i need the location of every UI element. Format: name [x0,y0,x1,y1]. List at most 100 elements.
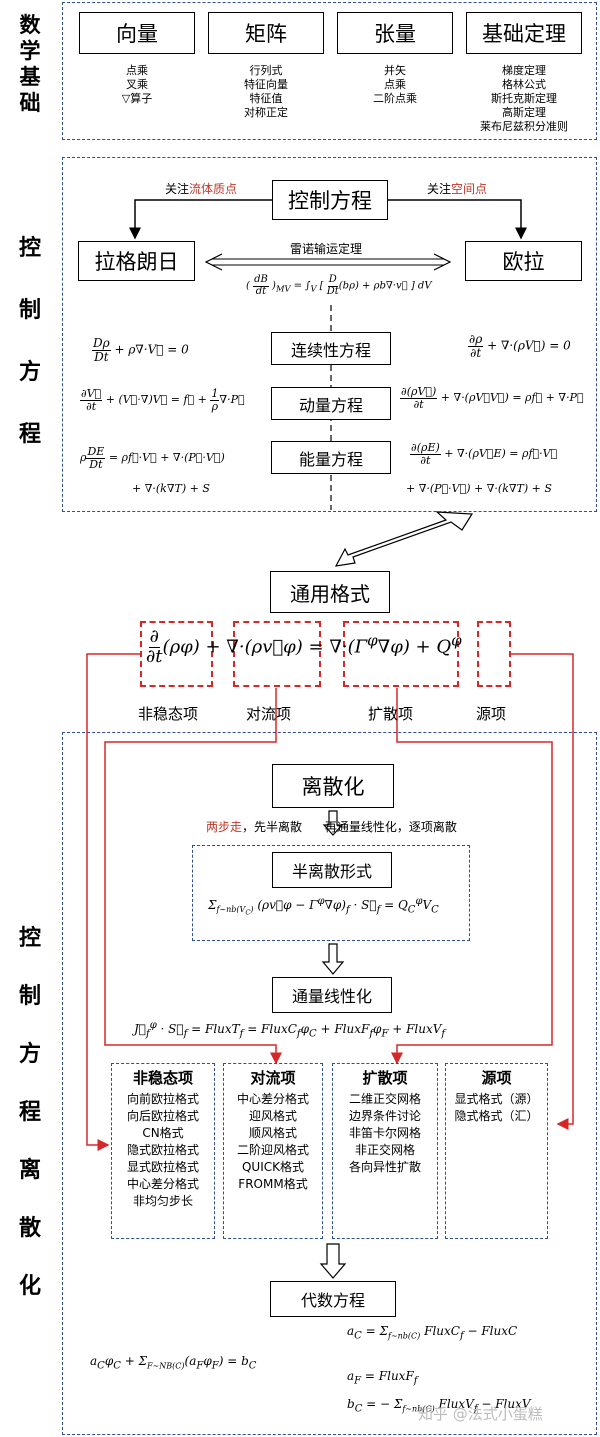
euler-focus-label: 关注空间点 [427,182,488,196]
scheme-category-title: 扩散项 [362,1069,408,1087]
math-topic-box: 向量 [79,12,195,54]
scheme-item: 边界条件讨论 [348,1109,421,1123]
scheme-item: 非均匀步长 [132,1194,193,1208]
aC-equation: aC = Σf∼nb(C) FluxCf − FluxC [347,1324,518,1342]
lagrange-focus-label: 关注流体质点 [165,182,238,196]
scheme-item: 非正交网格 [354,1143,415,1157]
section-label-math-char: 数 [19,13,41,37]
discretization-panel [62,732,597,1435]
section-label-math-char: 学 [19,39,41,63]
math-topic-item: 斯托克斯定理 [491,92,557,105]
momentum-euler-eq: ∂(ρV⃗)∂t + ∇·(ρV⃗V⃗) = ρf⃗ + ∇·P⃗ [400,385,584,411]
scheme-item: 中心差分格式 [126,1177,199,1191]
math-topic-item: 特征向量 [244,78,288,91]
watermark: 知乎 @法式小蛋糕 [418,1405,543,1423]
algebraic-equation: aCφC + ΣF∼NB(C)(aFφF) = bC [90,1354,257,1372]
discretization-title: 离散化 [272,764,394,808]
flux-equation: J⃗fφ · S⃗f = FluxTf = FluxCfφC + FluxFfφ… [134,1020,446,1040]
section-label-discretization-char: 离 [18,1158,41,1183]
section-label-governing-char: 程 [18,422,41,447]
aF-equation: aF = FluxFf [347,1369,418,1387]
math-topic-item: 特征值 [249,92,283,105]
bC-equation: bC = − Σf∼nb(C) FluxVf − FluxV [347,1397,531,1415]
math-topic-items: 点乘叉乘▽算子 [69,64,205,106]
scheme-item: QUICK格式 [241,1160,305,1174]
scheme-category-box: 扩散项二维正交网格边界条件讨论非笛卡尔网格非正交网格各向异性扩散 [332,1063,438,1239]
math-topic-item: 格林公式 [502,78,546,91]
math-topic-item: 点乘 [384,78,406,91]
scheme-item: 显式欧拉格式 [126,1160,199,1174]
scheme-item: 二阶迎风格式 [236,1143,309,1157]
section-label-discretization-char: 方 [18,1042,41,1067]
math-topic-item: 行列式 [249,64,283,77]
section-label-discretization-char: 散 [18,1216,41,1241]
diffusion-term-label: 扩散项 [368,705,414,723]
scheme-item: 隐式格式（汇） [454,1109,539,1123]
algebraic-equation-box: 代数方程 [270,1281,396,1317]
source-term-box [477,621,511,687]
scheme-item: 二维正交网格 [348,1092,421,1106]
math-topic-item: 二阶点乘 [373,92,417,105]
section-label-governing: 控制方程 [16,218,44,466]
unsteady-term-label: 非稳态项 [138,705,199,723]
semi-discrete-equation: Σf∼nb(VC) (ρv⃗φ − Γφ∇φ)f · S⃗f = QCφVC [208,896,439,917]
energy-box: 能量方程 [271,441,391,474]
source-term-label: 源项 [476,705,507,723]
scheme-item: 顺风格式 [248,1126,297,1140]
section-label-governing-char: 方 [18,360,41,385]
convection-term-box [233,621,321,687]
lagrange-box: 拉格朗日 [78,241,195,281]
section-label-math-char: 础 [19,91,41,115]
math-topic-items: 梯度定理格林公式斯托克斯定理高斯定理莱布尼兹积分准则 [456,64,592,134]
math-topic-item: 莱布尼兹积分准则 [480,120,568,133]
math-topic-items: 并矢点乘二阶点乘 [327,64,463,106]
math-topic-item: ▽算子 [121,92,153,105]
general-equation: ∂∂t(ρφ) + ∇·(ρv⃗φ) = ∇·(Γφ∇φ) + Qφ [146,626,462,667]
section-label-governing-char: 控 [18,236,41,261]
scheme-item: 各向异性扩散 [348,1160,421,1174]
math-topic-box: 矩阵 [208,12,324,54]
math-topic-item: 点乘 [126,64,148,77]
section-label-discretization-char: 制 [18,984,41,1009]
math-topic-box: 张量 [337,12,453,54]
math-topic-item: 高斯定理 [502,106,546,119]
convection-term-label: 对流项 [246,705,292,723]
scheme-category-title: 对流项 [250,1069,296,1087]
section-label-discretization-char: 化 [18,1274,41,1299]
general-form-title: 通用格式 [270,571,390,613]
energy-euler-eq: ∂(ρE)∂t + ∇·(ρV⃗E) = ρf⃗·V⃗ [410,441,558,467]
section-label-discretization-char: 程 [18,1100,41,1125]
section-label-math: 数学基础 [16,12,44,116]
diffusion-term-box [343,621,459,687]
semi-discrete-box: 半离散形式 [272,852,392,888]
math-topic-item: 对称正定 [244,106,288,119]
continuity-euler-eq: ∂ρ∂t + ∇·(ρV⃗) = 0 [468,332,571,360]
governing-title: 控制方程 [272,180,388,220]
two-step-note: 两步走，先半离散 再通量线性化，逐项离散 [206,820,457,834]
scheme-item: 非笛卡尔网格 [348,1126,421,1140]
scheme-item: 中心差分格式 [236,1092,309,1106]
governing-panel [62,157,597,512]
section-label-discretization: 控制方程离散化 [16,910,44,1316]
scheme-item: CN格式 [142,1126,184,1140]
math-topic-box: 基础定理 [466,12,582,54]
math-basics-panel [62,2,597,140]
section-label-discretization-char: 控 [18,926,41,951]
continuity-box: 连续性方程 [271,332,391,365]
math-topic-item: 梯度定理 [502,64,546,77]
section-label-governing-char: 制 [18,298,41,323]
scheme-item: 向前欧拉格式 [126,1092,199,1106]
math-topic-items: 行列式特征向量特征值对称正定 [198,64,334,120]
scheme-category-box: 源项显式格式（源）隐式格式（汇） [445,1063,548,1239]
scheme-item: 向后欧拉格式 [126,1109,199,1123]
math-topic-item: 叉乘 [126,78,148,91]
section-label-math-char: 基 [19,65,41,89]
scheme-category-title: 非稳态项 [132,1069,193,1087]
energy-euler-eq-2: + ∇·(P⃗·V⃗) + ∇·(k∇T) + S [406,482,552,495]
momentum-box: 动量方程 [271,387,391,420]
